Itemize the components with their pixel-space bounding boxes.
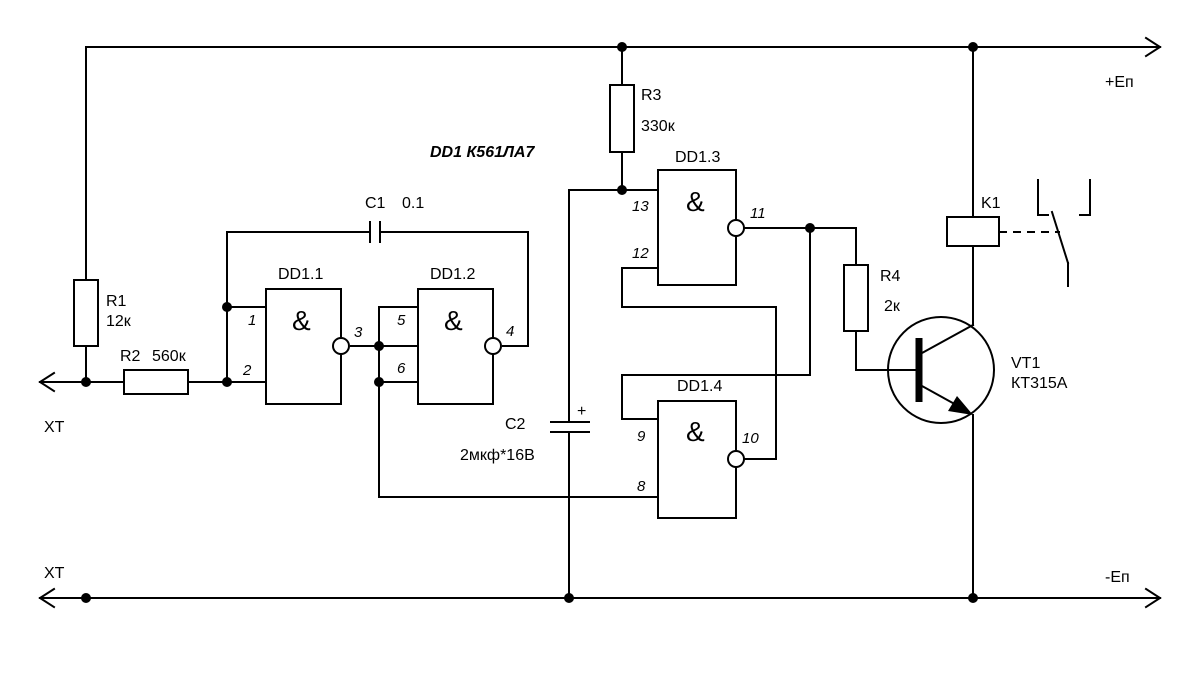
r2-value: 560к — [152, 348, 187, 365]
minus-supply-label: -Еп — [1105, 569, 1130, 586]
r4-value: 2к — [884, 298, 901, 315]
junction-dot — [374, 341, 384, 351]
junction-dot — [617, 185, 627, 195]
dd1-4-pin-9: 9 — [637, 428, 646, 445]
c1-value: 0.1 — [402, 195, 424, 212]
junction-dot — [81, 377, 91, 387]
gate-dd1-3 — [657, 169, 737, 286]
dd1-4-pin-10: 10 — [742, 430, 759, 447]
junction-dot — [222, 377, 232, 387]
r1-name: R1 — [106, 293, 127, 310]
dd1-1-inverter-bubble — [332, 337, 350, 355]
dd1-3-pin-13: 13 — [632, 198, 649, 215]
vt1-type: КТ315А — [1011, 375, 1068, 392]
relay-coil-k1 — [946, 216, 1000, 247]
dd1-1-pin-3: 3 — [354, 324, 363, 341]
dd1-3-symbol: & — [686, 186, 705, 217]
junction-dot — [805, 223, 815, 233]
junction-dot — [968, 42, 978, 52]
junction-dots — [81, 42, 978, 603]
junction-dot — [564, 593, 574, 603]
dd1-2-pin-6: 6 — [397, 360, 406, 377]
c2-polarity: + — [577, 403, 586, 420]
c1-name: C1 — [365, 195, 386, 212]
dd1-4-symbol: & — [686, 416, 705, 447]
junction-dot — [374, 377, 384, 387]
r4-name: R4 — [880, 268, 901, 285]
dd1-4-pin-8: 8 — [637, 478, 646, 495]
r2-name: R2 — [120, 348, 141, 365]
dd1-2-name: DD1.2 — [430, 266, 475, 283]
output-wiring — [855, 46, 974, 599]
r3-name: R3 — [641, 87, 662, 104]
dd1-3-pin-11: 11 — [750, 205, 766, 222]
oscillator-wiring — [226, 221, 659, 498]
r3-value: 330к — [641, 118, 676, 135]
dd1-3-inverter-bubble — [727, 219, 745, 237]
r1-value: 12к — [106, 313, 132, 330]
dd1-1-pin-1: 1 — [248, 312, 256, 329]
transistor-vt1 — [887, 316, 995, 424]
gate-dd1-4 — [657, 400, 737, 519]
dd1-2-symbol: & — [444, 305, 463, 336]
resistor-r3 — [609, 84, 635, 153]
dd1-2-inverter-bubble — [484, 337, 502, 355]
junction-dot — [968, 593, 978, 603]
dd1-4-name: DD1.4 — [677, 378, 722, 395]
xt-ground-label: XT — [44, 565, 65, 582]
dd1-1-name: DD1.1 — [278, 266, 323, 283]
dd1-4-inverter-bubble — [727, 450, 745, 468]
dd1-1-symbol: & — [292, 305, 311, 336]
latch-wiring — [550, 46, 857, 599]
junction-dot — [222, 302, 232, 312]
dd1-2-pin-4: 4 — [506, 323, 514, 340]
dd1-3-name: DD1.3 — [675, 149, 720, 166]
resistor-r1 — [73, 279, 99, 347]
vt1-name: VT1 — [1011, 355, 1040, 372]
dd1-3-pin-12: 12 — [632, 245, 649, 262]
c2-value: 2мкф*16В — [460, 447, 535, 464]
chip-title: DD1 К561ЛА7 — [430, 144, 536, 161]
resistor-r4 — [843, 264, 869, 332]
resistor-r2 — [123, 369, 189, 395]
emitter-arrow-icon — [948, 396, 973, 415]
k1-name: K1 — [981, 195, 1001, 212]
junction-dot — [81, 593, 91, 603]
c2-name: C2 — [505, 416, 526, 433]
junction-dot — [617, 42, 627, 52]
minus-rail — [38, 587, 1162, 609]
relay-contact-icon — [1037, 179, 1091, 287]
xt-input-label: XT — [44, 419, 65, 436]
dd1-1-pin-2: 2 — [242, 362, 252, 379]
dd1-2-pin-5: 5 — [397, 312, 406, 329]
plus-supply-label: +Еп — [1105, 74, 1134, 91]
